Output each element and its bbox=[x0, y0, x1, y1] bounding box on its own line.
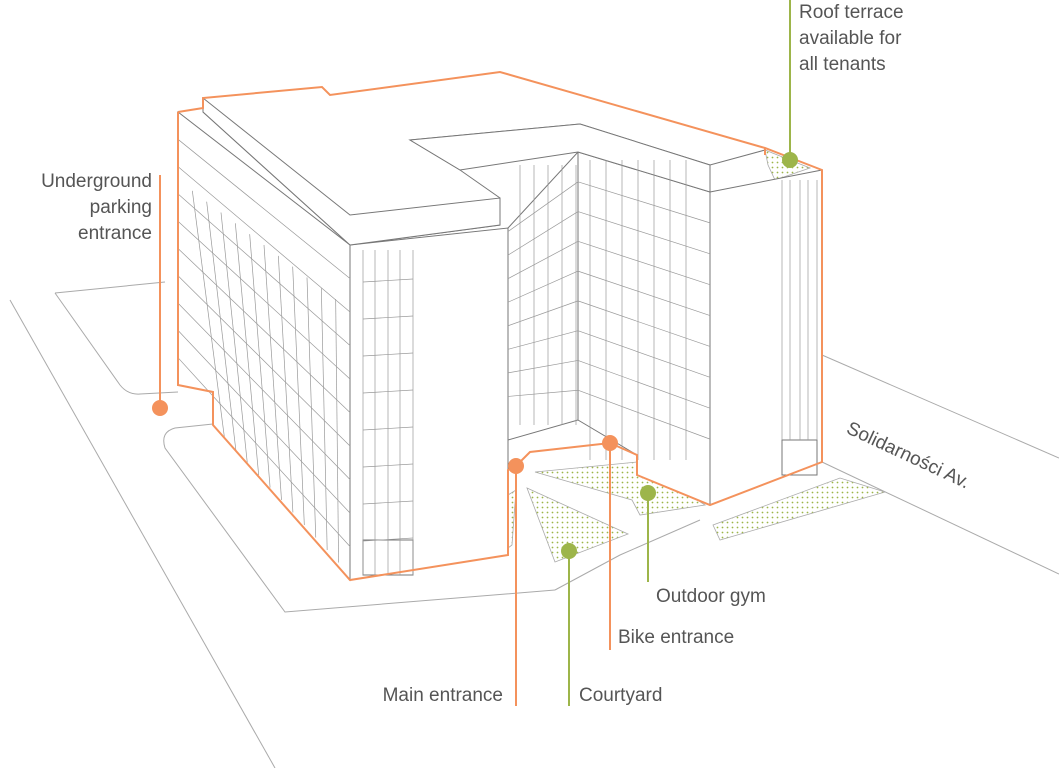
gym-marker bbox=[640, 485, 656, 501]
main-entrance-label: Main entrance bbox=[382, 685, 503, 706]
markers bbox=[152, 152, 798, 559]
main-marker bbox=[508, 458, 524, 474]
inner-right-facade bbox=[577, 151, 711, 506]
parking-label-line: entrance bbox=[78, 223, 152, 244]
courtyard-label: Courtyard bbox=[579, 685, 663, 706]
roof-label: Roof terrace available for all tenants bbox=[799, 0, 904, 78]
window-line bbox=[577, 360, 711, 409]
callout-lines bbox=[159, 0, 791, 706]
window-line bbox=[177, 330, 351, 514]
courtyard-marker bbox=[561, 543, 577, 559]
window-line bbox=[191, 190, 225, 438]
parking-label-line: parking bbox=[89, 197, 152, 218]
orange-outline bbox=[177, 70, 823, 582]
window-line bbox=[577, 300, 711, 347]
bike-marker bbox=[602, 435, 618, 451]
window-line bbox=[234, 223, 260, 476]
window-line bbox=[577, 389, 711, 440]
window-line bbox=[206, 201, 237, 451]
street-green bbox=[712, 477, 887, 541]
courtyard-area bbox=[526, 487, 630, 563]
window-line bbox=[177, 357, 351, 547]
window-line bbox=[249, 234, 271, 488]
roof-marker bbox=[782, 152, 798, 168]
window-line bbox=[177, 139, 351, 279]
window-line bbox=[306, 277, 317, 538]
bike-label: Bike entrance bbox=[618, 627, 735, 648]
front-facade bbox=[349, 227, 509, 581]
window-line bbox=[277, 255, 294, 513]
window-line bbox=[177, 302, 351, 480]
gym-label: Outdoor gym bbox=[656, 586, 766, 607]
window-line bbox=[577, 270, 711, 316]
window-line bbox=[292, 266, 305, 526]
parking-label-line: Underground bbox=[41, 171, 152, 192]
parking-label: Underground parking entrance bbox=[41, 169, 152, 247]
window-line bbox=[177, 220, 351, 380]
window-line bbox=[577, 330, 711, 378]
window-line bbox=[177, 275, 351, 447]
roof-label-line: all tenants bbox=[799, 54, 886, 75]
parking-marker bbox=[152, 400, 168, 416]
window-line bbox=[177, 248, 351, 413]
window-line bbox=[320, 288, 328, 551]
building bbox=[177, 71, 823, 582]
window-line bbox=[335, 299, 339, 563]
window-line bbox=[577, 181, 711, 224]
window-line bbox=[263, 244, 282, 501]
window-line bbox=[177, 193, 351, 346]
window-line bbox=[577, 211, 711, 255]
roof-label-line: Roof terrace bbox=[799, 2, 904, 23]
inner-left-facade bbox=[507, 150, 579, 441]
roof-label-line: available for bbox=[799, 28, 902, 49]
window-line bbox=[220, 212, 248, 463]
roof-block bbox=[408, 123, 711, 193]
window-line bbox=[577, 241, 711, 285]
window-line bbox=[177, 166, 351, 313]
streets bbox=[9, 74, 1059, 768]
